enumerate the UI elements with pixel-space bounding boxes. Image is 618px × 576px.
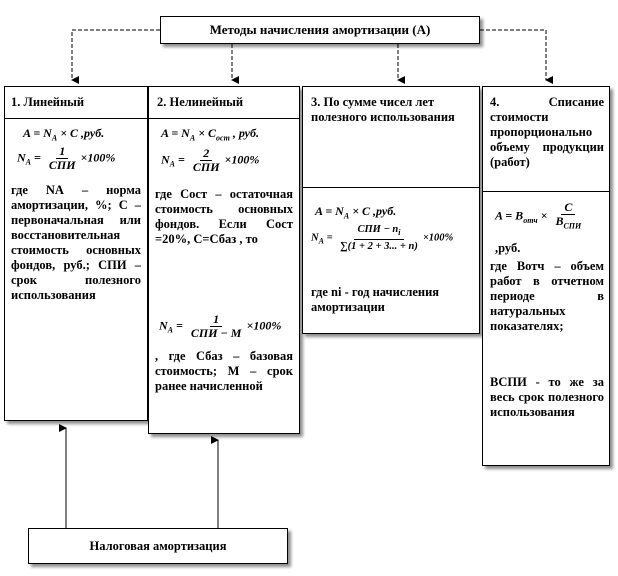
formula-na-sum-years: NA = СПИ − ni∑(1 + 2 + 3... + n)×100% — [311, 224, 454, 253]
method-nonlinear-text-2: , где Сбаз – базовая стоимость; М – срок… — [155, 349, 293, 393]
divider — [483, 191, 609, 192]
method-production-title: 4. Списание стоимости пропорционально об… — [490, 95, 604, 169]
method-sum-years-box: 3. По сумме чисел лет полезного использо… — [302, 86, 480, 334]
formula-a-nonlinear: A = NA × Cост , руб. — [161, 126, 259, 143]
method-linear-text: где NА – норма амортизации, %; С – перво… — [11, 183, 141, 302]
divider — [5, 118, 147, 119]
formula-unit: ,руб. — [495, 241, 521, 255]
method-sum-years-text: где ni - год начисления амортизации — [311, 285, 440, 314]
top-title-box: Методы начисления амортизации (А) — [160, 16, 480, 44]
method-production-text-2: ВСПИ - то же за весь срок полезного испо… — [490, 375, 604, 419]
tax-amortization-box: Налоговая амортизация — [28, 528, 288, 564]
method-nonlinear-title: 2. Нелинейный — [157, 95, 244, 109]
method-linear-title: 1. Линейный — [11, 95, 85, 109]
divider — [303, 187, 479, 188]
divider — [149, 118, 299, 119]
top-title: Методы начисления амортизации (А) — [209, 22, 431, 37]
method-sum-years-title: 3. По сумме чисел лет полезного использо… — [311, 95, 455, 124]
formula-a-sum-years: A = NA × C ,руб. — [315, 204, 397, 221]
method-nonlinear-box: 2. Нелинейный A = NA × Cост , руб. NA = … — [148, 86, 300, 434]
method-production-box: 4. Списание стоимости пропорционально об… — [482, 86, 610, 466]
method-nonlinear-text-1: где Сост – остаточная стоимость основных… — [155, 187, 293, 246]
formula-a-linear: A = NA × C ,руб. — [23, 126, 105, 143]
method-production-text-1: где Вотч – объем работ в отчетном период… — [490, 259, 604, 333]
tax-amortization-title: Налоговая амортизация — [89, 538, 227, 553]
